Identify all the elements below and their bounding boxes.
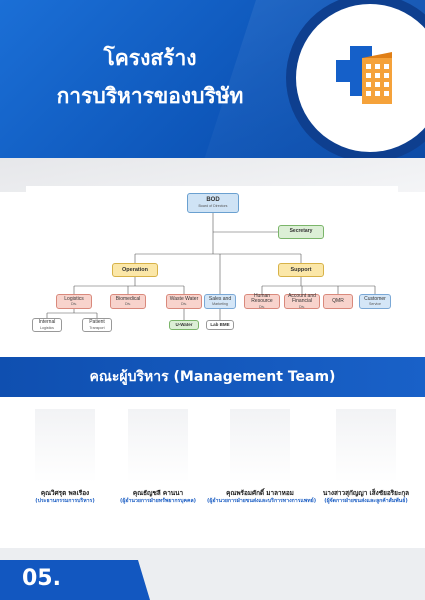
person-role-3: (ผู้อำนวยการฝ่ายขนส่งและบริการทางการแพทย…: [207, 498, 317, 504]
org-chart-connectors: [46, 213, 376, 320]
org-node-patient-transport: Patient Transport: [82, 318, 112, 332]
org-node-qmr: QMR: [323, 294, 353, 309]
org-node-u-water: U-Water: [169, 320, 199, 330]
management-heading: คณะผู้บริหาร (Management Team): [0, 357, 425, 397]
person-role-1: (ประธานกรรมการบริหาร): [35, 498, 95, 504]
header-banner: โครงสร้าง การบริหารของบริษัท: [0, 0, 425, 160]
org-node-biomedical: Biomedical Div.: [110, 294, 146, 309]
org-node-internal-logistics: Internal Logistics: [32, 318, 62, 332]
org-node-sales-marketing: Sales and Marketing: [204, 294, 236, 309]
org-node-customer-service: Customer Service: [359, 294, 391, 309]
person-name-2: คุณธัญชลี คานนา: [132, 489, 184, 497]
person-photo-1: [35, 409, 95, 483]
person-role-4: (ผู้จัดการฝ่ายขนส่งและลูกค้าสัมพันธ์): [324, 498, 408, 504]
org-node-bod: BOD Board of Directors: [187, 193, 239, 213]
person-name-1: คุณวิศรุต พลเรือง: [40, 489, 90, 497]
org-node-lab-bme: Lab BME: [206, 320, 234, 330]
org-node-waste-water: Waste Water Div.: [166, 294, 202, 309]
page-title-line2: การบริหารของบริษัท: [56, 84, 244, 108]
page-number: 05.: [22, 566, 61, 591]
person-photo-4: [336, 409, 396, 483]
person-role-2: (ผู้อำนวยการฝ่ายทรัพยากรบุคคล): [119, 498, 197, 504]
org-chart: BOD Board of Directors Secretary Operati…: [26, 186, 398, 346]
hospital-building-icon: [336, 46, 392, 104]
org-node-human-resource: Human Resource Div.: [244, 293, 280, 309]
org-node-support: Support: [278, 263, 324, 277]
org-node-secretary: Secretary: [278, 225, 324, 239]
person-name-4: นางสาวสุกัญญา เส็งชัยอริยะกุล: [322, 489, 410, 497]
person-photo-3: [230, 409, 290, 483]
page-title-line1: โครงสร้าง: [103, 46, 197, 70]
org-node-account-financial: Account and Financial Div.: [284, 293, 320, 309]
footer-page-tab: [0, 560, 150, 600]
person-photo-2: [128, 409, 188, 483]
org-node-logistics: Logistics Div.: [56, 294, 92, 309]
org-node-operation: Operation: [112, 263, 158, 277]
person-name-3: คุณพร้อมศักดิ์ มาลาหอม: [226, 489, 294, 497]
